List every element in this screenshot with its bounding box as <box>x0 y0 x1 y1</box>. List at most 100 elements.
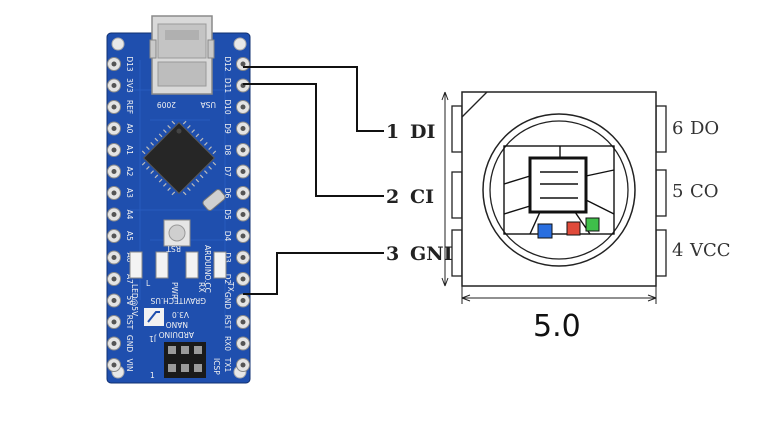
right-pin-label: RX0 <box>223 336 232 351</box>
pin-2-name: CI <box>410 186 434 208</box>
rx-label: RX <box>197 282 206 292</box>
right-pin-hole <box>240 362 246 368</box>
right-pin-label: D2 <box>223 274 232 285</box>
right-pin-hole <box>240 255 246 260</box>
led-green <box>585 217 600 232</box>
lens-outer <box>482 113 636 267</box>
left-pin-label: A2 <box>125 167 134 177</box>
left-pin-hole <box>111 276 117 282</box>
mounting-hole <box>233 37 247 51</box>
left-pin-hole <box>111 169 117 174</box>
pad-gnd <box>451 229 463 277</box>
pwr-label: PWR <box>170 282 179 299</box>
year-label: 2009 <box>157 100 176 109</box>
pin-6-name: DO <box>690 118 719 139</box>
right-pin-hole <box>240 212 246 217</box>
pad-ci <box>451 171 463 219</box>
pin-4-name: VCC <box>689 240 731 261</box>
pin1-chamfer <box>461 91 488 118</box>
pin-6-number: 6 <box>672 118 683 139</box>
wires <box>243 66 384 295</box>
right-pin-label: D6 <box>223 188 232 199</box>
pin-3-name: GND <box>410 243 460 265</box>
pin-1-name: DI <box>410 121 435 143</box>
left-pin-label: VIN <box>125 359 134 372</box>
left-pin-hole <box>111 362 117 368</box>
right-pin-label: D4 <box>223 231 232 242</box>
left-pin-label: A0 <box>125 124 134 134</box>
die <box>503 145 615 235</box>
right-pin-label: GND <box>223 292 232 309</box>
crystal <box>202 189 226 211</box>
nano-label: NANO <box>166 320 188 329</box>
left-header: D133V3REFA0A1A2A3A4A5A6A75VRSTGNDVIN <box>107 56 134 372</box>
right-pin-label: D11 <box>223 78 232 94</box>
pin-5-name: CO <box>690 181 719 202</box>
left-pin-hole <box>111 341 117 346</box>
left-pin-hole <box>111 104 117 110</box>
left-pin-label: A4 <box>125 210 134 220</box>
right-pin-hole <box>240 233 246 239</box>
right-pin-hole <box>240 126 246 131</box>
package-body <box>461 91 657 287</box>
right-pin-label: D7 <box>223 166 232 177</box>
left-pin-label: A5 <box>125 231 134 241</box>
right-pin-hole <box>240 147 246 153</box>
pad-co <box>655 169 667 217</box>
pin-2-number: 2 <box>386 186 399 208</box>
pad-vcc <box>655 229 667 277</box>
left-pin-label: A1 <box>125 145 134 155</box>
right-pin-hole <box>240 319 246 325</box>
icsp-header <box>164 342 206 378</box>
status-leds <box>129 251 227 279</box>
left-pin-label: 3V3 <box>125 78 134 93</box>
left-pin-hole <box>111 83 117 88</box>
left-pin-hole <box>111 233 117 239</box>
lens-inner <box>489 120 629 260</box>
pad-di <box>451 105 463 153</box>
left-pin-hole <box>111 298 117 303</box>
pin-5-number: 5 <box>672 181 683 202</box>
l-label: L <box>146 279 151 288</box>
left-pin-label: GND <box>125 335 134 352</box>
wire-gnd <box>243 252 384 295</box>
right-pin-hole <box>240 190 246 196</box>
led-5v-label: LED@5V <box>130 284 139 317</box>
left-pin-label: RST <box>125 315 134 330</box>
wire-di <box>243 66 384 132</box>
pin-3-number: 3 <box>386 243 399 265</box>
arduino-label: ARDUINO <box>159 330 194 339</box>
left-pin-label: REF <box>125 100 134 114</box>
atmega-chip <box>141 120 217 196</box>
led-red <box>566 221 581 236</box>
right-pin-label: D12 <box>223 56 232 72</box>
usa-label: USA <box>200 100 216 109</box>
right-pin-hole <box>240 61 246 67</box>
arduino-nano-board: D133V3REFA0A1A2A3A4A5A6A75VRSTGNDVIN D12… <box>106 15 251 384</box>
left-pin-label: D13 <box>125 56 134 72</box>
tx-label: TX <box>226 281 235 292</box>
left-pin-hole <box>111 126 117 131</box>
left-pin-hole <box>111 190 117 196</box>
right-pin-hole <box>240 298 246 303</box>
right-pin-hole <box>240 104 246 110</box>
left-pin-label: A7 <box>125 274 134 284</box>
right-pin-label: D5 <box>223 209 232 220</box>
pin-4-number: 4 <box>672 240 683 261</box>
dimension <box>441 91 657 304</box>
dimension-label: 5.0 <box>533 309 581 344</box>
led-blue <box>537 223 553 239</box>
left-pin-label: 5V <box>125 296 134 307</box>
mounting-hole <box>111 37 125 51</box>
arduino-cc-label: ARDUINO.CC <box>203 245 212 293</box>
reset-button <box>163 219 191 247</box>
right-pin-label: TX1 <box>223 357 232 373</box>
j1-label: J1 <box>149 334 157 343</box>
chip-left-labels: 1 DI 2 CI 3 GND <box>386 121 460 265</box>
pin-1-number: 1 <box>386 121 399 143</box>
right-pin-label: RST <box>223 315 232 330</box>
chip-right-labels: 6 DO 5 CO 4 VCC <box>672 118 731 261</box>
usb-connector <box>149 15 215 95</box>
